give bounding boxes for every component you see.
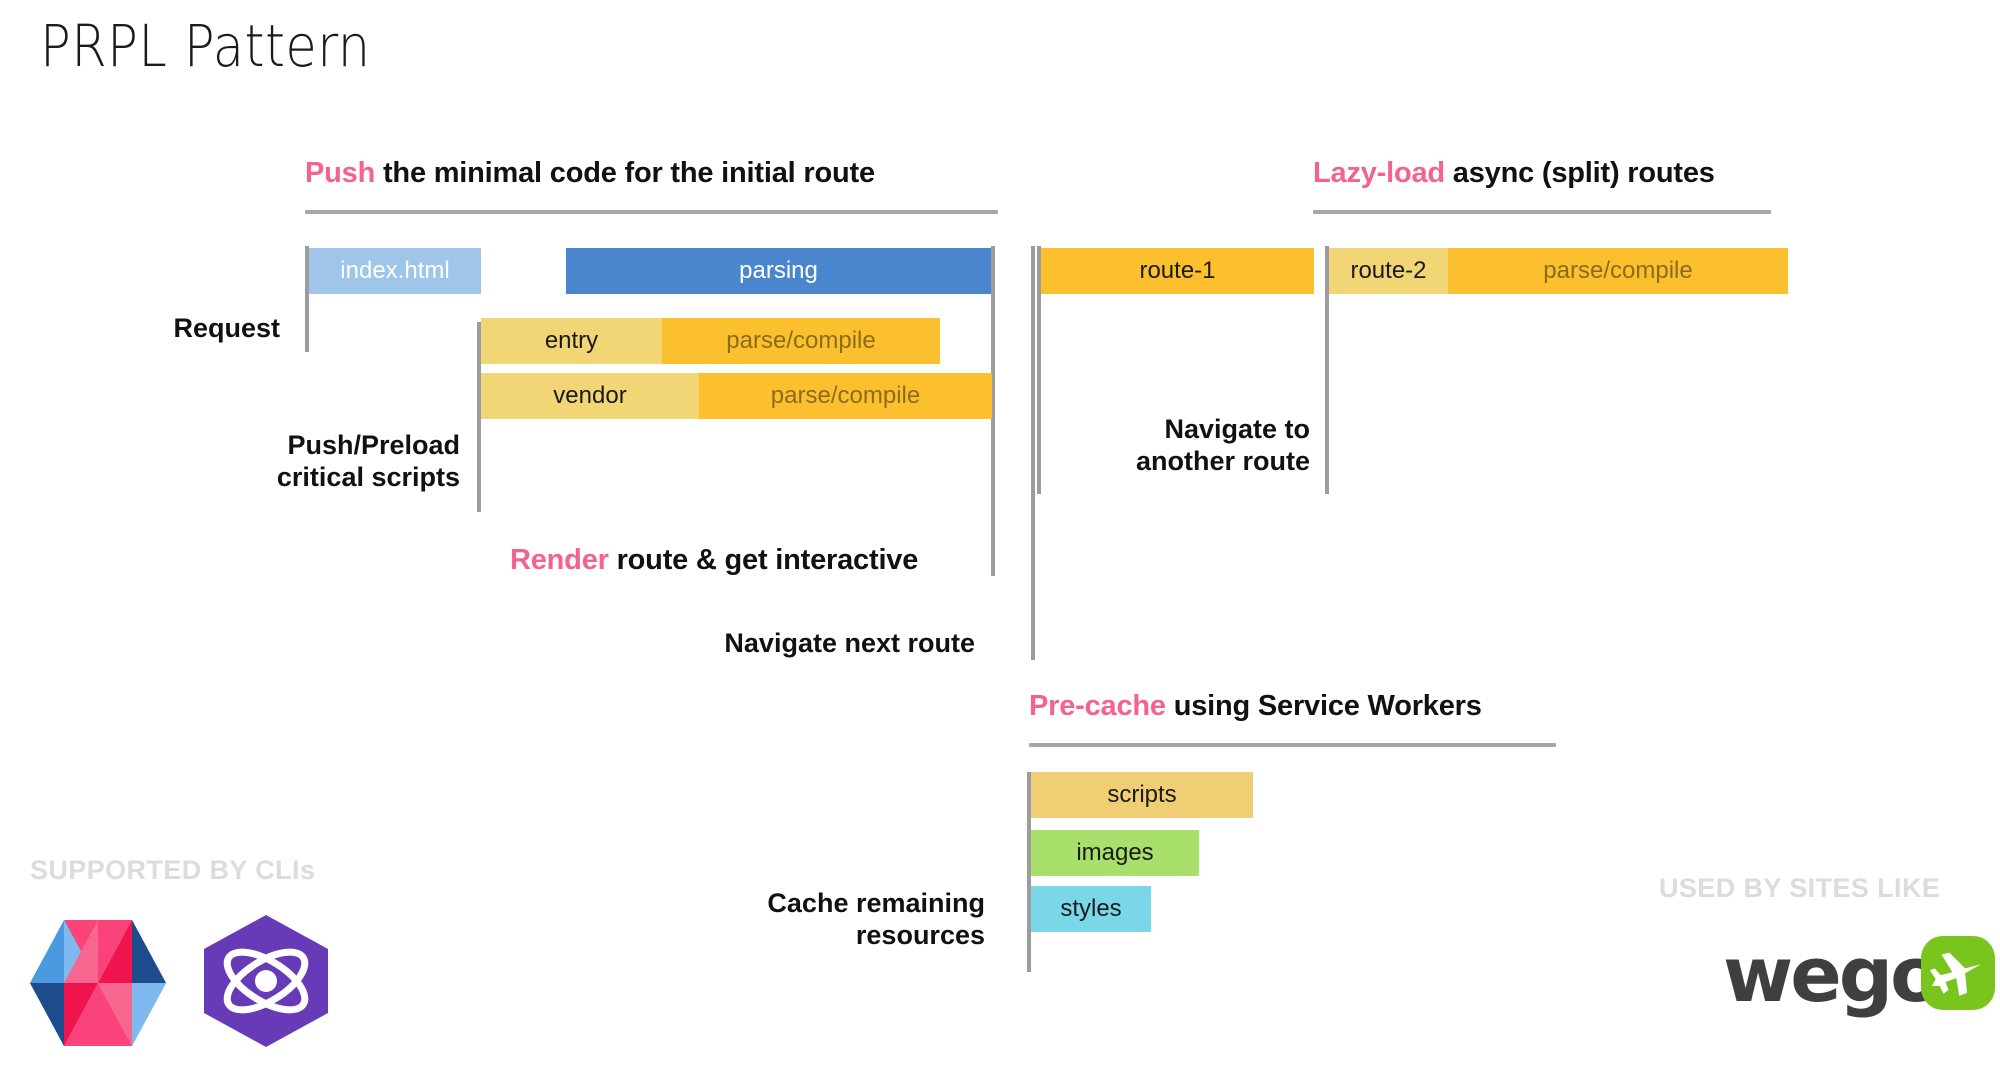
section-heading-render: Render route & get interactive <box>510 544 918 577</box>
bar-scripts: scripts <box>1031 772 1253 818</box>
section-rest-push: the minimal code for the initial route <box>375 157 875 189</box>
timeline-guide-precache <box>1027 772 1031 972</box>
section-keyword-push: Push <box>305 157 376 189</box>
bar-segment-route-1: route-1 <box>1041 248 1314 294</box>
section-rule-lazy <box>1313 210 1771 214</box>
timeline-guide-route2 <box>1325 246 1329 494</box>
section-rule-push <box>305 210 998 214</box>
preact-logo <box>200 913 332 1054</box>
polymer-logo <box>30 920 166 1051</box>
bar-parsing: parsing <box>566 248 991 294</box>
bar-route-2: route-2 parse/compile <box>1329 248 1788 294</box>
bar-entry: entry parse/compile <box>481 318 940 364</box>
row-label-push-preload: Push/Preload critical scripts <box>276 430 460 492</box>
row-label-cache-remaining: Cache remaining resources <box>767 888 985 950</box>
section-heading-push: Push the minimal code for the initial ro… <box>305 157 875 190</box>
section-keyword-lazy: Lazy-load <box>1313 157 1445 189</box>
footer-caption-used-by: USED BY SITES LIKE <box>1659 873 1941 903</box>
bar-segment-scripts: scripts <box>1031 772 1253 818</box>
bar-segment-vendor: vendor <box>481 373 699 419</box>
bar-images: images <box>1031 830 1199 876</box>
timeline-guide-request <box>305 246 309 352</box>
preact-hexagon-atom-icon <box>204 915 328 1047</box>
timeline-guide-route1 <box>1037 246 1041 494</box>
bar-segment-route-2-parse-compile: parse/compile <box>1448 248 1788 294</box>
wego-wordmark: wego <box>1723 930 1942 1019</box>
bar-segment-parsing: parsing <box>566 248 991 294</box>
bar-segment-vendor-parse-compile: parse/compile <box>699 373 992 419</box>
bar-styles: styles <box>1031 886 1151 932</box>
section-rule-precache <box>1029 743 1556 747</box>
timeline-guide-push-preload <box>477 322 481 512</box>
page-title: PRPL Pattern <box>40 12 371 80</box>
bar-index-html: index.html <box>309 248 481 294</box>
section-rest-precache: using Service Workers <box>1165 690 1482 722</box>
bar-segment-entry: entry <box>481 318 662 364</box>
wego-logo: wego <box>1723 930 1995 1040</box>
bar-vendor: vendor parse/compile <box>481 373 992 419</box>
bar-segment-route-2: route-2 <box>1329 248 1448 294</box>
wego-airplane-icon <box>1921 936 1995 1010</box>
bar-segment-index-html: index.html <box>309 248 481 294</box>
section-keyword-render: Render <box>510 544 609 576</box>
bar-segment-entry-parse-compile: parse/compile <box>662 318 940 364</box>
footer-caption-supported-by: SUPPORTED BY CLIs <box>30 855 316 885</box>
polymer-logo-icon <box>30 920 166 1046</box>
section-keyword-precache: Pre-cache <box>1029 690 1166 722</box>
section-heading-lazy: Lazy-load async (split) routes <box>1313 157 1715 190</box>
section-heading-precache: Pre-cache using Service Workers <box>1029 690 1482 723</box>
bar-segment-styles: styles <box>1031 886 1151 932</box>
row-label-request: Request <box>173 313 280 343</box>
timeline-guide-render <box>991 246 995 576</box>
timeline-guide-navigate-next <box>1031 246 1035 660</box>
row-label-navigate-next: Navigate next route <box>724 628 975 658</box>
bar-segment-images: images <box>1031 830 1199 876</box>
section-rest-lazy: async (split) routes <box>1444 157 1715 189</box>
section-rest-render: route & get interactive <box>608 544 919 576</box>
bar-route-1: route-1 <box>1041 248 1314 294</box>
row-label-navigate-another: Navigate to another route <box>1135 414 1310 476</box>
